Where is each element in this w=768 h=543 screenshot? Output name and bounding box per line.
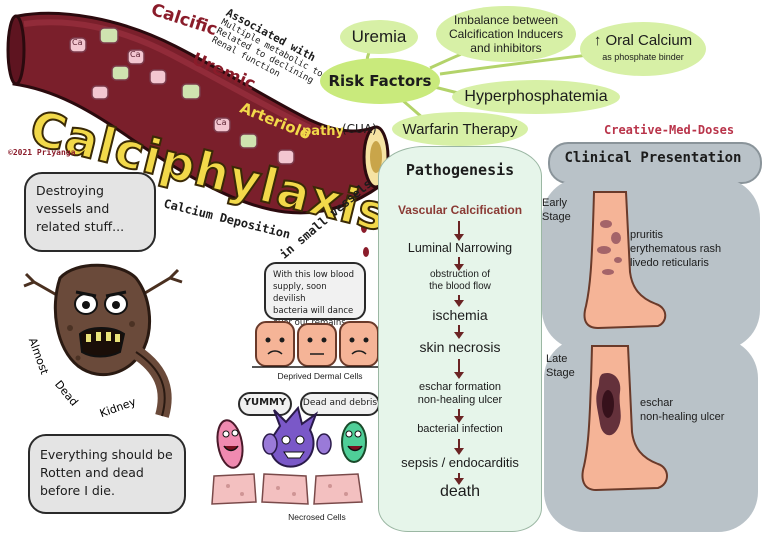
late-stage-label-line2: Stage	[546, 367, 575, 379]
risk-factors-label: Risk Factors	[328, 72, 432, 90]
risk-hyperphosphatemia-label: Hyperphosphatemia	[464, 88, 608, 105]
risk-oral-calcium-note: as phosphate binder	[602, 52, 684, 62]
patho-step-text: skin necrosis	[419, 339, 501, 355]
patho-step-text: Vascular Calcification	[397, 203, 523, 217]
dead-debris-text: Dead and debris	[302, 398, 378, 408]
kidney-speech-top-line3: related stuff...	[36, 219, 125, 234]
patho-arrow	[454, 325, 464, 339]
calcium-nodules	[69, 27, 295, 165]
blood-drops	[361, 200, 371, 257]
late-stage-card	[544, 338, 758, 532]
patho-step-eschar: eschar formation non-healing ulcer	[379, 381, 541, 407]
risk-warfarin: Warfarin Therapy	[392, 112, 528, 146]
patho-step-skin-necrosis: skin necrosis	[379, 339, 541, 355]
kidney-speech-bottom: Everything should be Rotten and dead bef…	[28, 434, 186, 514]
risk-hyperphosphatemia: Hyperphosphatemia	[452, 80, 620, 114]
late-symptom: eschar	[640, 397, 674, 409]
ion-label: Ca	[130, 50, 141, 59]
dermal-cells-illustration	[252, 321, 384, 368]
late-stage-symptoms: eschar non-healing ulcer	[640, 396, 724, 424]
early-symptom: erythematous rash	[630, 243, 722, 255]
late-symptom: non-healing ulcer	[640, 411, 725, 423]
patho-step-text: ischemia	[432, 307, 488, 323]
patho-step-text: bacterial infection	[417, 423, 503, 435]
patho-arrow	[454, 409, 464, 423]
early-stage-label-line1: Early	[542, 197, 568, 209]
patho-step-text: sepsis / endocarditis	[401, 455, 519, 470]
dermal-speech-line2: supply, soon devilish	[273, 282, 327, 304]
risk-factors-center: Risk Factors	[320, 58, 440, 104]
risk-imbalance-line2: Calcification Inducers	[448, 27, 564, 41]
brand-label: Creative-Med-Doses	[604, 123, 735, 137]
yummy-text: YUMMY	[243, 397, 287, 408]
copyright: ©2021 Priyanga	[8, 148, 76, 157]
kidney-speech-top: Destroying vessels and related stuff...	[24, 172, 156, 252]
patho-step-death: death	[379, 483, 541, 501]
risk-imbalance: Imbalance between Calcification Inducers…	[436, 6, 576, 62]
risk-oral-calcium-label: ↑ Oral Calcium	[593, 32, 693, 49]
risk-imbalance-line1: Imbalance between	[453, 13, 559, 27]
patho-step-text: the blood flow	[429, 281, 491, 292]
early-symptom: livedo reticularis	[630, 257, 709, 269]
late-stage-label: Late Stage	[546, 352, 575, 380]
kidney-speech-bottom-line1: Everything should be	[40, 447, 173, 462]
patho-step-obstruction: obstruction of the blood flow	[379, 269, 541, 293]
patho-step-text: obstruction of	[429, 269, 491, 280]
risk-imbalance-line3: and inhibitors	[470, 41, 542, 55]
dermal-speech-line3: bacteria will dance	[273, 306, 354, 316]
patho-step-vascular-calcification: Vascular Calcification	[379, 203, 541, 217]
early-symptom: pruritis	[630, 229, 664, 241]
early-stage-foot	[583, 191, 667, 330]
kidney-speech-top-line1: Destroying	[36, 183, 104, 198]
risk-oral-calcium: ↑ Oral Calcium as phosphate binder	[580, 22, 706, 76]
dermal-speech: With this low blood supply, soon devilis…	[264, 262, 366, 328]
title-cua: (CUA)	[342, 122, 377, 136]
pathogenesis-panel: Pathogenesis Vascular Calcification Lumi…	[378, 146, 542, 532]
patho-arrow	[454, 221, 464, 241]
patho-arrow	[454, 439, 464, 455]
bacteria-illustration	[211, 405, 367, 505]
clinical-panel: Clinical Presentation	[542, 142, 762, 532]
kidney-illustration	[23, 263, 183, 418]
late-stage-label-line1: Late	[546, 353, 568, 365]
early-stage-label-line2: Stage	[542, 211, 571, 223]
ion-label: Ca	[72, 38, 83, 47]
kidney-speech-top-line2: vessels and	[36, 201, 110, 216]
necrosed-caption: Necrosed Cells	[288, 512, 346, 522]
yummy-speech: YUMMY	[238, 392, 292, 416]
title-pathy: pathy	[302, 124, 345, 139]
patho-step-bacterial-infection: bacterial infection	[379, 423, 541, 435]
patho-step-text: eschar formation	[419, 381, 501, 393]
risk-uremia-label: Uremia	[351, 27, 407, 46]
pathogenesis-title: Pathogenesis	[405, 161, 515, 179]
patho-arrow	[454, 295, 464, 307]
risk-uremia: Uremia	[340, 20, 418, 54]
early-stage-label: Early Stage	[542, 196, 571, 224]
patho-step-text: non-healing ulcer	[417, 394, 503, 406]
clinical-title: Clinical Presentation	[564, 150, 742, 166]
dead-debris-speech: Dead and debris	[300, 392, 380, 416]
dermal-caption: Deprived Dermal Cells	[277, 371, 363, 381]
vessel-illustration	[6, 11, 390, 257]
patho-arrow	[454, 473, 464, 485]
clinical-title-banner	[548, 142, 762, 184]
kidney-speech-bottom-line2: Rotten and dead	[40, 465, 144, 480]
risk-warfarin-label: Warfarin Therapy	[402, 120, 518, 138]
early-stage-symptoms: pruritis erythematous rash livedo reticu…	[630, 228, 721, 270]
patho-step-text: death	[439, 483, 481, 500]
late-stage-foot	[581, 345, 668, 492]
patho-step-sepsis: sepsis / endocarditis	[379, 455, 541, 470]
dermal-speech-line1: With this low blood	[273, 270, 354, 280]
patho-step-ischemia: ischemia	[379, 307, 541, 323]
patho-step-luminal-narrowing: Luminal Narrowing	[379, 241, 541, 255]
kidney-speech-bottom-line3: before I die.	[40, 483, 115, 498]
patho-arrow	[454, 257, 464, 271]
patho-step-text: Luminal Narrowing	[407, 241, 513, 255]
patho-arrow	[454, 359, 464, 379]
ion-label: Ca	[216, 118, 227, 127]
